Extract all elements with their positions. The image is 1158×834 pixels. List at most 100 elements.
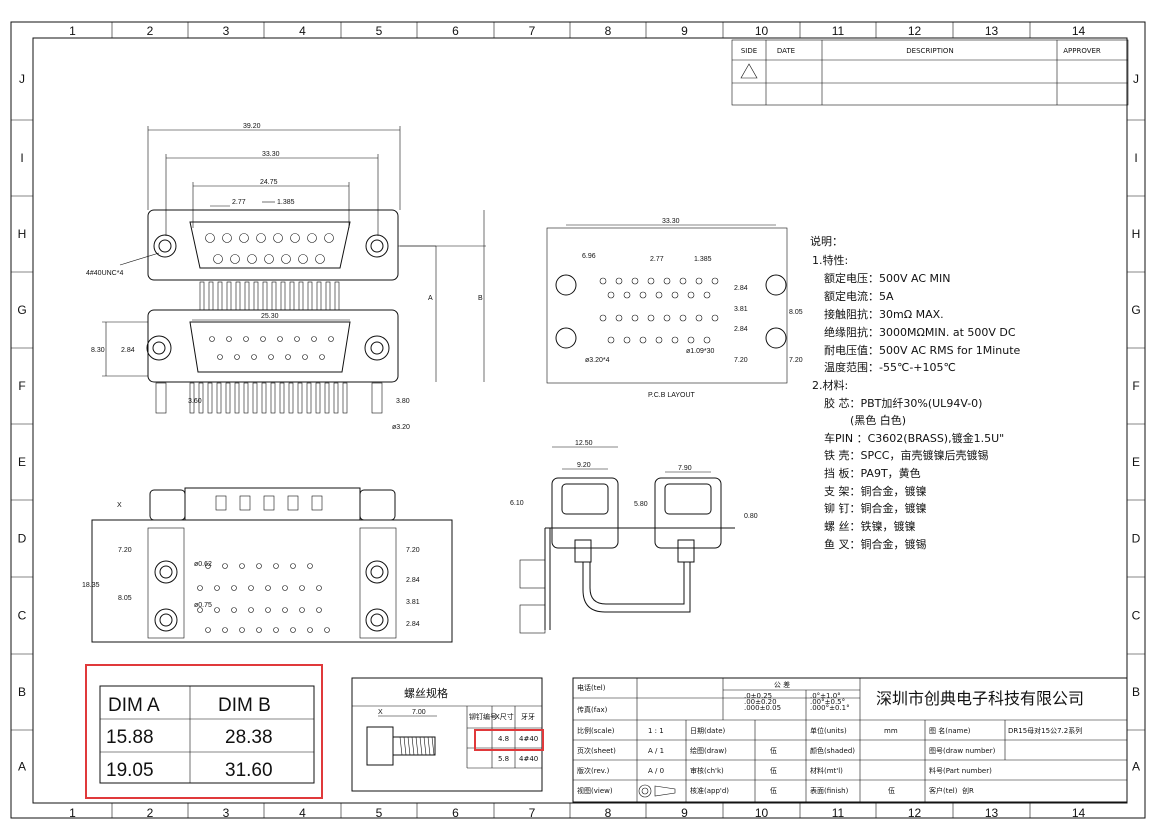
tb-shaded-label: 颜色(shaded) xyxy=(810,746,855,755)
dim-b: B xyxy=(478,295,483,302)
pin-hole xyxy=(205,233,215,243)
pcb-dim-phi-1-09: ø1.09*30 xyxy=(686,348,715,355)
lead xyxy=(243,382,249,414)
front-hole xyxy=(239,563,245,569)
pin-hole xyxy=(222,233,232,243)
tb-sheet-val: A / 1 xyxy=(648,747,664,755)
pcb-hole xyxy=(711,314,719,322)
grid-col-label: 3 xyxy=(223,24,230,38)
dim-b-header: DIM B xyxy=(218,695,271,716)
pin-hole xyxy=(277,336,283,342)
grid-row-label: B xyxy=(18,685,26,699)
dim-3-60: 3.60 xyxy=(188,398,202,405)
front-dim-7-20b: 7.20 xyxy=(406,547,420,554)
lead xyxy=(252,382,258,414)
side-dim-0-80: 0.80 xyxy=(744,513,758,520)
fin xyxy=(244,281,250,311)
front-hole xyxy=(256,627,262,633)
fin xyxy=(289,281,295,311)
pin-hole xyxy=(285,354,291,360)
dim-a-header: DIM A xyxy=(108,695,160,716)
pcb-hole xyxy=(679,314,687,322)
grid-col-label: 13 xyxy=(985,24,999,38)
pin-hole xyxy=(324,233,334,243)
lead xyxy=(306,382,312,414)
tb-finish-label: 表面(finish) xyxy=(810,786,849,795)
dim-a: A xyxy=(428,295,433,302)
front-hole xyxy=(231,607,237,613)
grid-col-label: 8 xyxy=(605,24,612,38)
pcb-dim-7-20b: 7.20 xyxy=(789,357,803,364)
fin xyxy=(325,281,331,311)
side-dim-6-10: 6.10 xyxy=(510,500,524,507)
tb-name-val: DR15母对15公7.2系列 xyxy=(1008,726,1082,735)
pcb-hole xyxy=(623,336,631,344)
front-dim-7-20a: 7.20 xyxy=(118,547,132,554)
spec-line-5: 耐电压值：500V AC RMS for 1Minute xyxy=(824,344,1021,357)
grid-col-label: 14 xyxy=(1072,806,1086,820)
fin xyxy=(280,281,286,311)
grid-col-label: 13 xyxy=(985,806,999,820)
grid-col-label: 5 xyxy=(376,806,383,820)
grid-col-label: 1 xyxy=(69,24,76,38)
title-block: 电话(tel) 传真(fax) 公 差 .0±0.25.00±0.20.000±… xyxy=(572,677,1128,803)
pin-hole xyxy=(251,354,257,360)
lead xyxy=(315,382,321,414)
front-dim-x: X xyxy=(117,502,122,509)
lead xyxy=(297,382,303,414)
pcb-dim-2-84a: 2.84 xyxy=(734,285,748,292)
grid-row-label: G xyxy=(1131,303,1140,317)
pin-hole xyxy=(217,354,223,360)
grid-row-label: I xyxy=(20,151,23,165)
pcb-hole xyxy=(599,277,607,285)
rev-header-approver: APPROVER xyxy=(1063,47,1101,55)
front-hole xyxy=(248,607,254,613)
front-hole xyxy=(316,607,322,613)
front-dim-18-35: 18.35 xyxy=(82,582,100,589)
screw-thread-row2: 4#40 xyxy=(519,755,538,763)
fin xyxy=(208,281,214,311)
pcb-hole xyxy=(607,336,615,344)
dim-2-77: 2.77 xyxy=(232,199,246,206)
pcb-layout: 33.30 6.96 2.77 1.385 2.84 3.81 2.84 8.0… xyxy=(546,218,803,399)
spec-mat-1b: (黑色 白色) xyxy=(850,413,906,427)
lead xyxy=(288,382,294,414)
grid-col-label: 8 xyxy=(605,806,612,820)
tb-finish-val: 伍 xyxy=(888,786,895,795)
slot xyxy=(215,495,227,511)
dim-25-30: 25.30 xyxy=(261,313,279,320)
tb-draw-val: 伍 xyxy=(770,746,777,755)
screw-thread-row1: 4#40 xyxy=(519,735,538,743)
front-hole xyxy=(214,585,220,591)
pcb-layout-label: P.C.B LAYOUT xyxy=(648,392,696,399)
spec-line-2: 额定电流：5A xyxy=(824,289,894,303)
side-dim-5-80: 5.80 xyxy=(634,501,648,508)
screw-x-row2: 5.8 xyxy=(498,755,509,763)
pcb-hole xyxy=(671,336,679,344)
pcb-hole xyxy=(615,277,623,285)
screw-head-icon xyxy=(366,726,394,766)
front-dim-8-05: 8.05 xyxy=(118,595,132,602)
upper-d-shell xyxy=(189,221,351,269)
pcb-dim-33-30: 33.30 xyxy=(662,218,680,225)
grid-row-label: B xyxy=(1132,685,1140,699)
tb-sheet-label: 页次(sheet) xyxy=(577,746,616,755)
lead xyxy=(270,382,276,414)
front-hole xyxy=(316,585,322,591)
dim-ab-table: DIM A DIM B 15.88 28.38 19.05 31.60 xyxy=(85,664,323,799)
front-hole xyxy=(282,585,288,591)
lead xyxy=(234,382,240,414)
pin-hole xyxy=(328,336,334,342)
fin xyxy=(226,281,232,311)
screw-x-row1: 4.8 xyxy=(498,735,509,743)
front-hole xyxy=(307,563,313,569)
pcb-dim-1-385: 1.385 xyxy=(694,256,712,263)
grid-row-label: E xyxy=(18,455,26,469)
pin-hole xyxy=(243,336,249,342)
grid-col-label: 5 xyxy=(376,24,383,38)
lead xyxy=(279,382,285,414)
front-hole xyxy=(324,627,330,633)
pin-hole xyxy=(268,354,274,360)
